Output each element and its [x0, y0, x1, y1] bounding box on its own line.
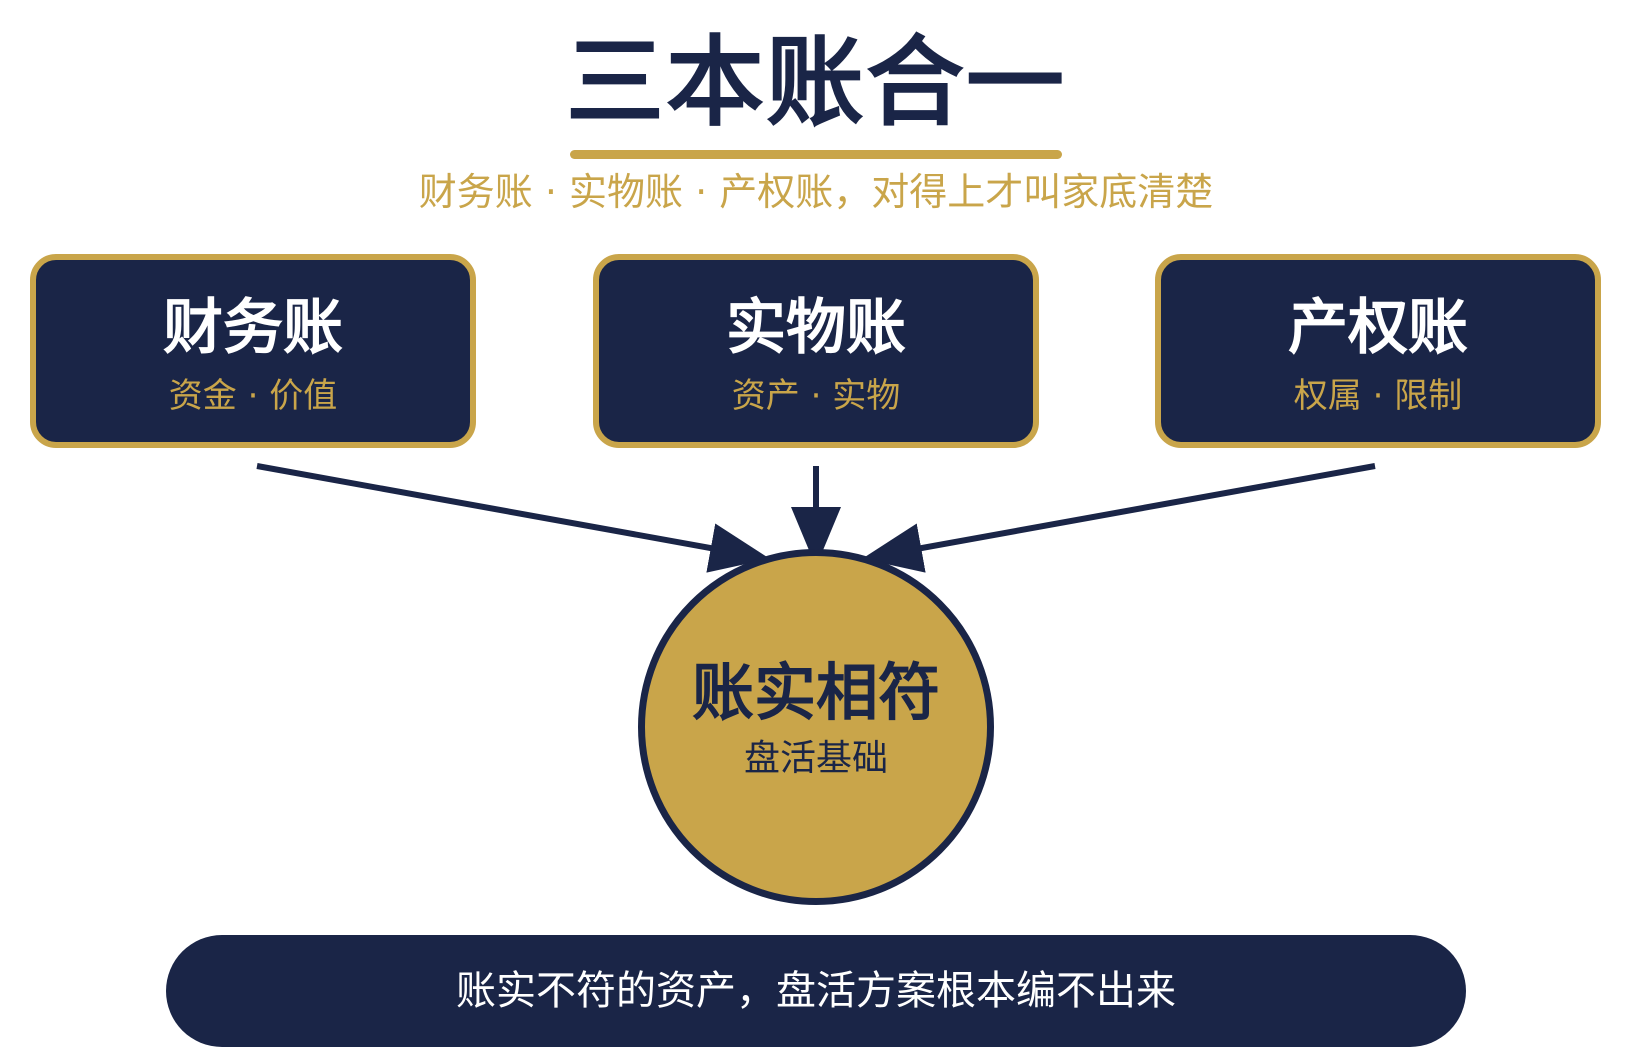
- center-subtitle: 盘活基础: [743, 738, 888, 779]
- property-ledger-title: 产权账: [1288, 293, 1468, 363]
- center-circle: 账实相符 盘活基础: [638, 549, 994, 905]
- physical-ledger-box: 实物账 资产 · 实物: [593, 254, 1039, 448]
- center-title: 账实相符: [691, 656, 940, 729]
- property-ledger-subtitle: 权属 · 限制: [1293, 376, 1463, 416]
- right-arrow: [862, 463, 1376, 573]
- property-ledger-box: 产权账 权属 · 限制: [1155, 254, 1601, 448]
- finance-ledger-title: 财务账: [163, 293, 343, 363]
- diagram-subtitle: 财务账 · 实物账 · 产权账，对得上才叫家底清楚: [418, 170, 1214, 214]
- left-arrow: [256, 463, 770, 573]
- finance-ledger-box: 财务账 资金 · 价值: [30, 254, 476, 448]
- physical-ledger-title: 实物账: [726, 293, 906, 363]
- finance-ledger-subtitle: 资金 · 价值: [168, 376, 338, 416]
- diagram-title: 三本账合一: [565, 26, 1066, 140]
- bottom-banner: 账实不符的资产，盘活方案根本编不出来: [166, 935, 1466, 1047]
- title-underline: [570, 150, 1062, 159]
- physical-ledger-subtitle: 资产 · 实物: [731, 376, 901, 416]
